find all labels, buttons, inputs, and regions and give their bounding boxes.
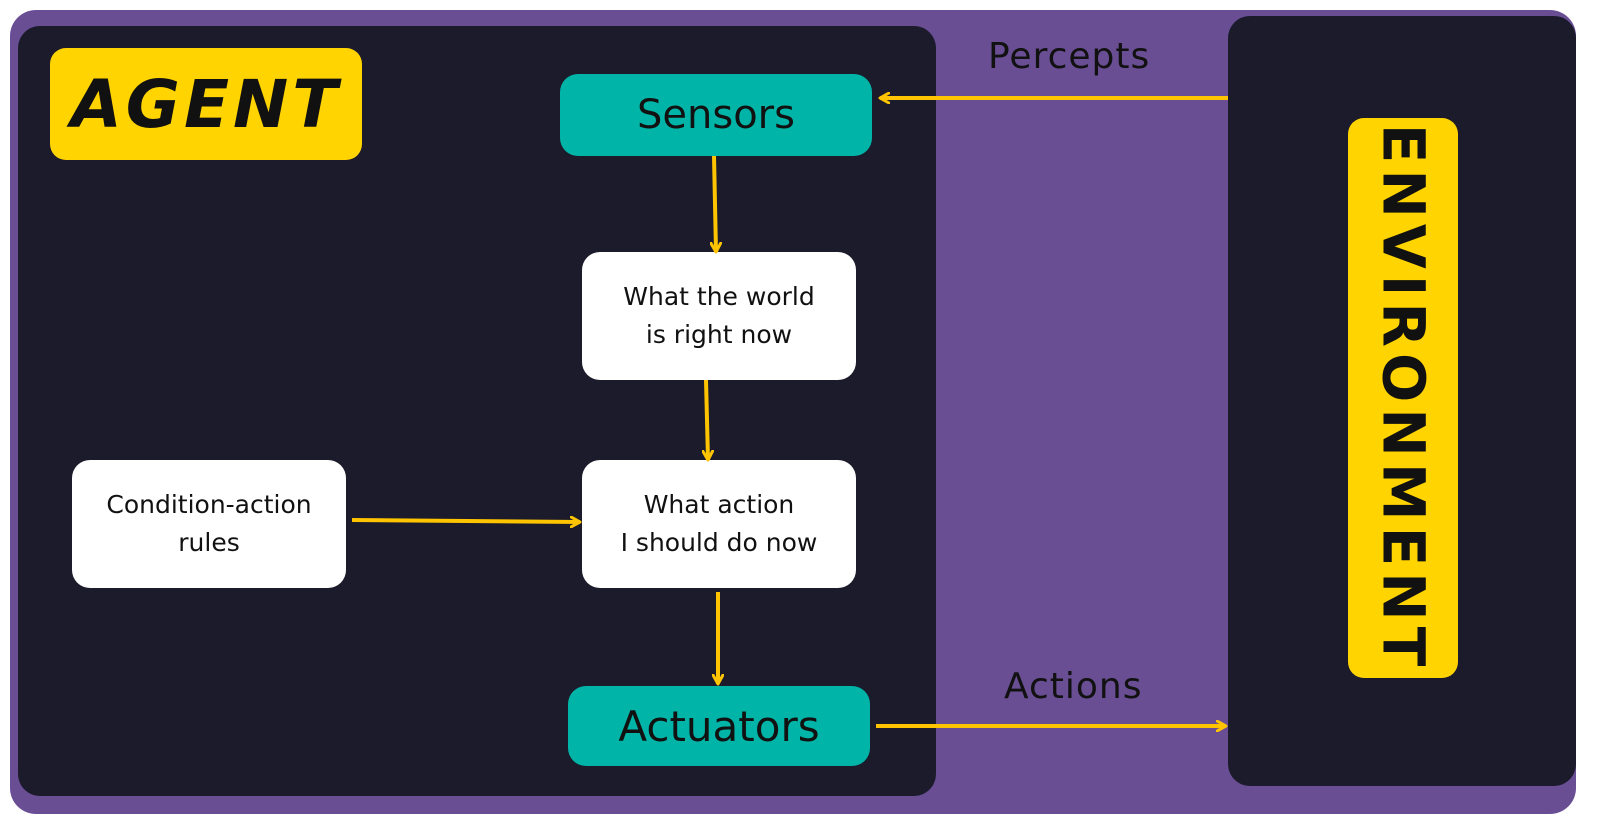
action-choice-node: What action I should do now [582, 460, 856, 588]
world-state-node: What the world is right now [582, 252, 856, 380]
environment-title-badge: ENVIRONMENT [1348, 118, 1458, 678]
world-to-action-arrow [706, 379, 708, 460]
percepts-label: Percepts [988, 36, 1151, 77]
condition-action-rules-node: Condition-action rules [72, 460, 346, 588]
agent-title: AGENT [50, 48, 362, 160]
sensors-to-world-arrow [714, 155, 716, 252]
actions-label: Actions [1004, 666, 1143, 707]
actuators-node: Actuators [568, 686, 870, 766]
sensors-node: Sensors [560, 74, 872, 156]
rules-to-action-arrow [351, 520, 580, 522]
